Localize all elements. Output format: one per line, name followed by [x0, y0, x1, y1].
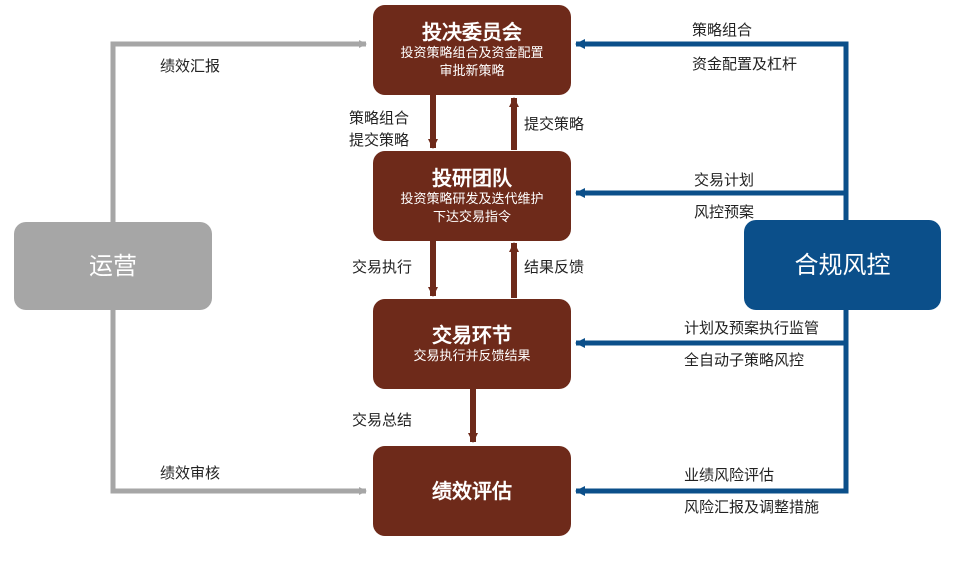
result-feedback-label: 结果反馈 [524, 258, 585, 276]
committee-sub-1: 投资策略组合及资金配置 [400, 46, 544, 61]
risk-to-evaluation-arrow [575, 343, 849, 496]
risk-to-trading-label-2: 全自动子策略风控 [684, 351, 805, 369]
research-node: 投研团队 投资策略研发及迭代维护 下达交易指令 [373, 151, 571, 241]
trade-exec-label: 交易执行 [352, 258, 413, 276]
trading-sub-1: 交易执行并反馈结果 [413, 349, 531, 364]
risk-to-committee-label-2: 资金配置及杠杆 [692, 55, 798, 73]
submit-strategy-up-label: 提交策略 [524, 115, 585, 133]
committee-node: 投决委员会 投资策略组合及资金配置 审批新策略 [373, 5, 571, 95]
trading-title: 交易环节 [432, 323, 512, 347]
risk-to-research-label-1: 交易计划 [694, 171, 755, 189]
risk-to-eval-label-2: 风险汇报及调整措施 [684, 498, 820, 516]
risk-to-eval-label-1: 业绩风险评估 [684, 466, 775, 484]
ops-to-committee-arrow [110, 40, 367, 222]
evaluation-title: 绩效评估 [432, 479, 512, 503]
trade-summary-label: 交易总结 [352, 411, 413, 429]
perf-audit-label: 绩效审核 [160, 464, 221, 482]
committee-sub-2: 审批新策略 [439, 64, 505, 79]
strategy-combo-down-label-1: 策略组合 [349, 109, 410, 127]
risk-control-title: 合规风控 [794, 251, 891, 279]
research-title: 投研团队 [432, 166, 512, 190]
ops-to-evaluation-arrow [110, 310, 367, 495]
risk-to-research-label-2: 风控预案 [694, 203, 755, 221]
evaluation-node: 绩效评估 [373, 446, 571, 536]
operations-title: 运营 [89, 252, 137, 280]
research-sub-2: 下达交易指令 [432, 210, 511, 225]
risk-control-node: 合规风控 [744, 220, 941, 310]
risk-to-committee-label-1: 策略组合 [692, 21, 753, 39]
risk-to-trading-label-1: 计划及预案执行监管 [684, 319, 820, 337]
risk-to-committee-arrow [575, 39, 849, 222]
operations-node: 运营 [14, 222, 212, 310]
strategy-combo-down-label-2: 提交策略 [349, 131, 410, 149]
trading-node: 交易环节 交易执行并反馈结果 [373, 299, 571, 389]
research-sub-1: 投资策略研发及迭代维护 [400, 192, 544, 207]
perf-report-label: 绩效汇报 [160, 57, 221, 75]
committee-title: 投决委员会 [422, 20, 522, 44]
